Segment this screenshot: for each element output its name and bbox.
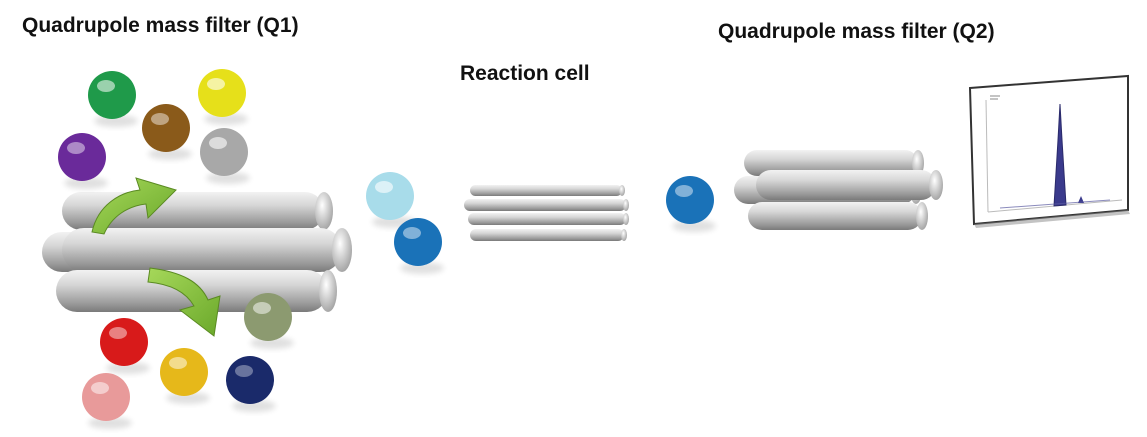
- cell-rod-2: [464, 199, 629, 211]
- cell-rod-3: [468, 213, 629, 225]
- q1-rod-right: [62, 228, 352, 272]
- spectrum-legend-mark: [990, 95, 1000, 100]
- ion-blue: [394, 218, 444, 274]
- cell-rod-1: [470, 185, 625, 196]
- detector-spectrum-screen-icon: [968, 74, 1130, 228]
- ion-pink: [82, 373, 132, 429]
- ion-green: [88, 71, 138, 127]
- q2-quadrupole-rods: [734, 150, 943, 230]
- ion-purple: [58, 133, 108, 189]
- q2-rod-top: [744, 150, 924, 176]
- q2-rod-right: [756, 170, 943, 200]
- ions-rejected: [58, 69, 294, 429]
- ion-ejection-arrow-up-icon: [91, 177, 177, 235]
- ion-ejection-arrow-down-icon: [147, 267, 221, 337]
- q2-label: Quadrupole mass filter (Q2): [718, 20, 995, 43]
- ion-silver: [200, 128, 250, 184]
- ion-product-blue: [666, 176, 716, 232]
- reaction-cell-label: Reaction cell: [460, 62, 590, 85]
- ion-red: [100, 318, 150, 374]
- reaction-cell-rods: [464, 185, 629, 241]
- ion-olive: [244, 293, 294, 349]
- spectrum-peak: [1053, 103, 1067, 207]
- q2-rod-bottom: [748, 202, 928, 230]
- ion-yellow: [198, 69, 248, 125]
- q1-label: Quadrupole mass filter (Q1): [22, 14, 299, 37]
- cell-rod-4: [470, 229, 627, 241]
- ion-navy: [226, 356, 276, 412]
- ion-lightblue: [366, 172, 416, 228]
- spectrum-minor-peak: [1078, 196, 1084, 203]
- ion-brown: [142, 104, 192, 160]
- ions-transmitted: [366, 172, 444, 274]
- ion-gold: [160, 348, 210, 404]
